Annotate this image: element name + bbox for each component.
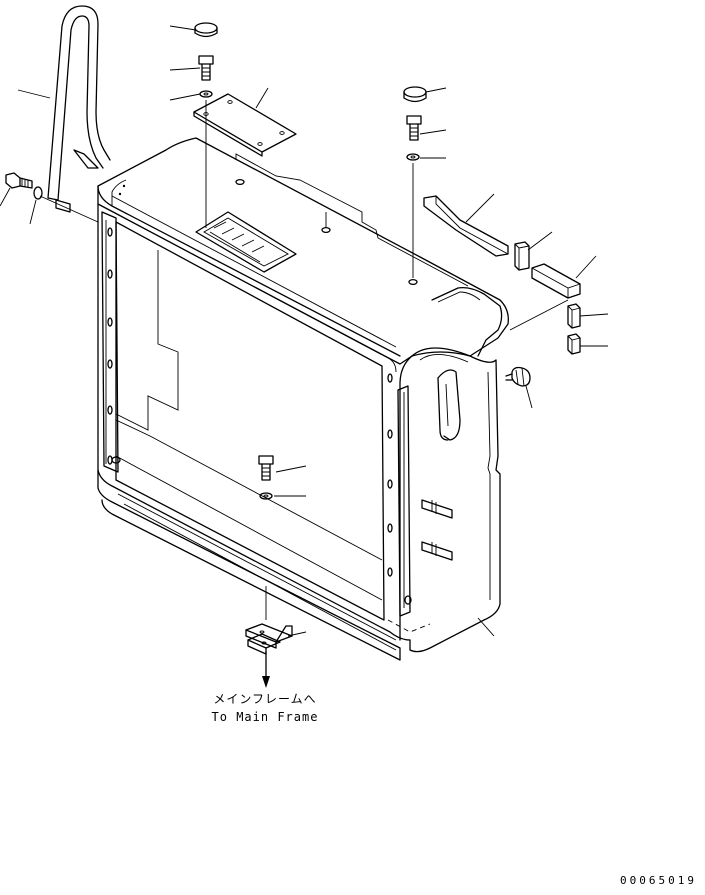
top-bolt-right bbox=[406, 115, 422, 141]
latch-knob bbox=[505, 366, 531, 387]
top-washer-right bbox=[406, 153, 420, 161]
leader-lines bbox=[0, 25, 609, 637]
mounting-bracket bbox=[245, 623, 293, 655]
direction-arrowhead-icon bbox=[262, 676, 270, 688]
drawing-number: 00065019 bbox=[620, 874, 697, 887]
top-cap-right bbox=[403, 86, 427, 103]
direction-label-jp: メインフレームへ bbox=[213, 692, 317, 706]
top-washer-left bbox=[199, 90, 213, 98]
seal-block-2 bbox=[567, 303, 581, 329]
seal-block-3 bbox=[567, 333, 581, 355]
handrail bbox=[47, 5, 111, 213]
center-bolt bbox=[258, 455, 274, 481]
guard-body bbox=[97, 137, 509, 661]
seal-strip-short bbox=[531, 263, 581, 299]
top-cap-left bbox=[194, 22, 218, 38]
seal-strip-long bbox=[423, 195, 509, 257]
cover-plate bbox=[193, 93, 297, 157]
center-washer bbox=[259, 492, 273, 500]
side-bolt bbox=[5, 172, 33, 189]
top-bolt-left bbox=[198, 55, 214, 81]
direction-label-en: To Main Frame bbox=[211, 710, 319, 724]
seal-block-1 bbox=[514, 241, 530, 271]
side-washer bbox=[33, 186, 43, 200]
